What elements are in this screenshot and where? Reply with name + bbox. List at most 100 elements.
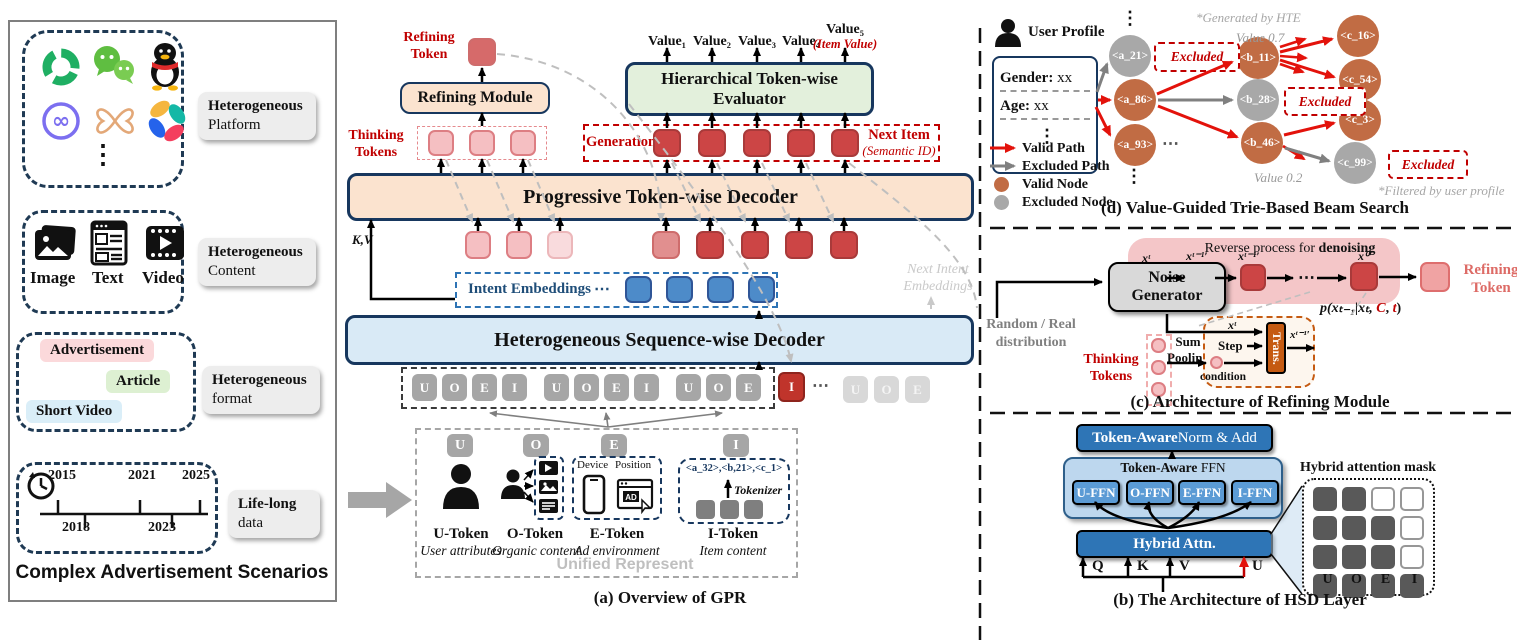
legend-excluded-path: Excluded Path xyxy=(1022,159,1110,174)
e-ffn-label: E-FFN xyxy=(1182,484,1222,500)
unified-badge-o: O xyxy=(523,434,549,457)
mask-col-label: I xyxy=(1411,572,1418,587)
trans-label: Trans. xyxy=(1270,331,1284,365)
chip-article: Article xyxy=(106,370,171,393)
trans-box: Trans. xyxy=(1266,322,1286,374)
norm-rest: Norm & Add xyxy=(1177,429,1257,446)
mask-cell-blocked xyxy=(1371,487,1395,511)
generation-token xyxy=(653,129,681,157)
legend-valid-node: Valid Node xyxy=(1022,177,1089,192)
excluded-badge: Excluded xyxy=(1284,87,1366,116)
generated-by-hte-note: *Generated by HTE xyxy=(1196,10,1301,25)
content-label-line1: Heterogeneous xyxy=(208,244,303,260)
year-2021: 2021 xyxy=(128,468,156,483)
unified-badge-e: E xyxy=(601,434,627,457)
k-label: K xyxy=(1137,558,1149,574)
caption-c: (c) Architecture of Refining Module xyxy=(1130,392,1390,411)
caption-a: (a) Overview of GPR xyxy=(593,588,747,607)
u-ffn-label: U-FFN xyxy=(1076,484,1116,500)
evaluator-label-2: Evaluator xyxy=(713,89,786,108)
thinking-input-token xyxy=(506,231,532,259)
evaluator-label-1: Hierarchical Token-wise xyxy=(661,69,838,89)
sequence-row: U O E I U O E I U O E xyxy=(412,374,761,401)
filtered-note: *Filtered by user profile xyxy=(1378,183,1505,198)
ffn-rest: FFN xyxy=(1197,460,1226,475)
thinking-stack-token xyxy=(1151,382,1166,397)
e-ffn-button: E-FFN xyxy=(1178,480,1226,505)
generation-input-token xyxy=(785,231,813,259)
reverse-bold: denoising xyxy=(1318,241,1376,256)
evaluator-box: Hierarchical Token-wise Evaluator xyxy=(625,62,874,116)
progressive-decoder: Progressive Token-wise Decoder xyxy=(347,173,974,221)
gender-value: xx xyxy=(1053,70,1073,86)
semantic-id-code: <a_32>,<b,21>,<c_1> xyxy=(685,463,783,474)
value-bottom-note: Value 0.2 xyxy=(1254,170,1303,185)
trie-node: <a_21> xyxy=(1109,35,1151,77)
chip-short-video: Short Video xyxy=(26,400,123,423)
token-aware-ffn-title: Token-Aware FFN xyxy=(1093,460,1253,476)
year-2023: 2023 xyxy=(148,520,176,535)
posterior-formula: p(xₜ₋₁|xₜ, C, t) xyxy=(1320,300,1401,317)
mask-cell-attend xyxy=(1313,545,1337,569)
formula-t: t xyxy=(1392,301,1397,316)
excluded-badge: Excluded xyxy=(1154,42,1240,72)
trie-node: <c_16> xyxy=(1337,15,1379,57)
generation-input-token xyxy=(696,231,724,259)
xt1-label: xᵗ⁻¹′ xyxy=(1290,329,1310,341)
device-label: Device xyxy=(577,459,609,471)
trie-node: <a_86> xyxy=(1114,79,1156,121)
ffn-bold: Token-Aware xyxy=(1120,460,1198,475)
lifelong-group-box xyxy=(16,462,218,554)
formula-pre: p(xₜ₋₁|xₜ, xyxy=(1320,301,1377,316)
profile-dots: ⋮ xyxy=(1038,126,1056,146)
user-profile-icon xyxy=(995,19,1021,47)
mask-cell-attend xyxy=(1371,516,1395,540)
generation-token xyxy=(787,129,815,157)
item-box xyxy=(678,458,790,524)
next-item-sub: (Semantic ID) xyxy=(862,143,936,158)
thinking-c-1: Thinking xyxy=(1083,352,1139,367)
sequence-token: U xyxy=(676,374,701,401)
sequence-box xyxy=(401,367,775,409)
x-label: xᵗ⁻¹′ xyxy=(1238,249,1260,263)
i-token-desc: Item content xyxy=(699,543,767,558)
thinking-tokens-label: Thinking Tokens xyxy=(340,128,412,162)
o-token-desc: Organic content xyxy=(492,543,580,558)
noise-label-2: Generator xyxy=(1131,287,1203,304)
sequence-token: I xyxy=(502,374,527,401)
lifelong-label: Life-long data xyxy=(228,490,320,538)
mask-box xyxy=(1302,478,1435,596)
lifelong-label-line2: data xyxy=(238,514,263,531)
content-item-image: Image xyxy=(30,268,76,287)
generation-token xyxy=(743,129,771,157)
kv-label: K,V xyxy=(352,232,373,247)
sequence-dots: ⋯ xyxy=(812,376,829,395)
trie-node: <b_28> xyxy=(1237,79,1279,121)
x-label: xᵗ⁻¹′ xyxy=(1186,249,1208,263)
platform-label-line2: Platform xyxy=(208,116,261,133)
item-value-label: (Item Value) xyxy=(812,37,878,51)
year-2018: 2018 xyxy=(62,520,90,535)
e-token-name: E-Token xyxy=(589,526,645,542)
thinking-input-token xyxy=(547,231,573,259)
year-2015: 2015 xyxy=(48,468,76,483)
mask-cell-attend xyxy=(1400,574,1424,598)
refining-token-label: Refining Token xyxy=(398,30,460,64)
denoise-token xyxy=(1240,264,1266,291)
chip-advertisement: Advertisement xyxy=(40,339,155,362)
caption-d: (d) Value-Guided Trie-Based Beam Search xyxy=(1101,198,1409,217)
thinking-tokens-label-c: Thinking Tokens xyxy=(1078,352,1144,386)
format-label-line1: Heterogeneous xyxy=(212,372,307,388)
mask-col-label: O xyxy=(1351,572,1362,587)
tree-dots-bottom: ⋮ xyxy=(1125,166,1143,186)
organic-media-box xyxy=(534,456,564,520)
formula-mid: , xyxy=(1385,301,1393,316)
value-label: Value₂ xyxy=(693,34,731,49)
i-ffn-button: I-FFN xyxy=(1231,480,1279,505)
u-label: U xyxy=(1252,558,1263,574)
flow-arrow-head xyxy=(386,482,412,518)
mask-cell-blocked xyxy=(1400,545,1424,569)
thinking-token xyxy=(510,130,536,156)
refining-token-output-label: Refining Token xyxy=(1456,261,1517,297)
sequence-token: I xyxy=(634,374,659,401)
